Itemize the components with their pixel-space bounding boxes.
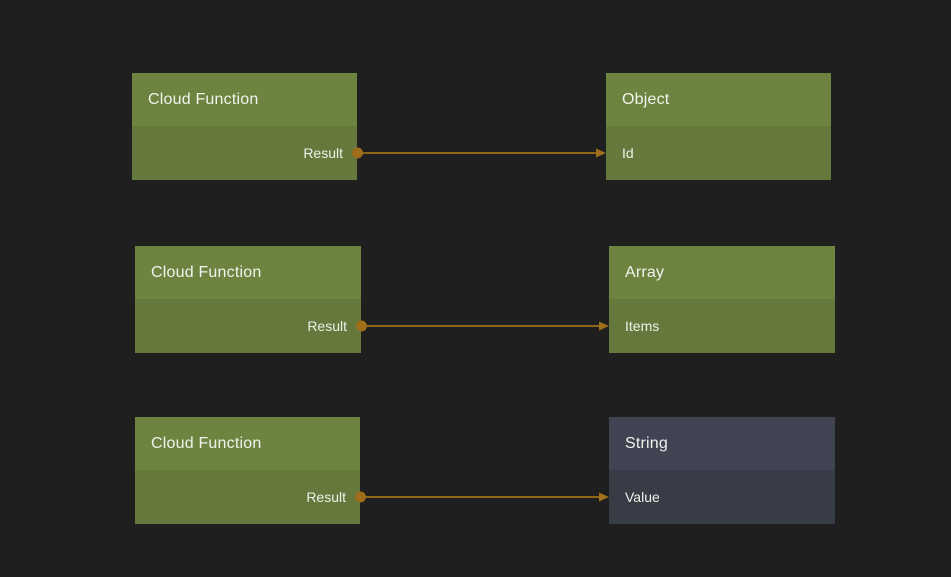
node-string-1[interactable]: String Value — [609, 417, 835, 524]
node-body: Id — [606, 126, 831, 180]
output-port-dot[interactable] — [355, 491, 366, 503]
node-object-1[interactable]: Object Id — [606, 73, 831, 180]
output-port-result[interactable]: Result — [135, 470, 366, 524]
node-cloud-function-2[interactable]: Cloud Function Result — [135, 246, 367, 353]
node-header: Object — [606, 73, 831, 126]
output-port-result[interactable]: Result — [132, 126, 363, 180]
port-label: Result — [307, 318, 347, 334]
node-header: String — [609, 417, 835, 470]
node-title: Object — [622, 90, 670, 108]
port-label: Result — [306, 489, 346, 505]
port-label: Items — [625, 318, 660, 334]
node-cloud-function-3[interactable]: Cloud Function Result — [135, 417, 366, 524]
output-port-result[interactable]: Result — [135, 299, 367, 353]
node-body: Result — [135, 299, 367, 353]
node-body: Value — [609, 470, 835, 524]
arrowhead-icon — [599, 492, 609, 502]
output-port-dot[interactable] — [356, 320, 367, 332]
arrowhead-icon — [599, 321, 609, 331]
connection-wire[interactable] — [360, 492, 609, 502]
port-label: Value — [625, 489, 660, 505]
input-port-value[interactable]: Value — [609, 470, 835, 524]
node-title: Cloud Function — [151, 263, 262, 281]
input-port-id[interactable]: Id — [606, 126, 831, 180]
node-title: Cloud Function — [151, 434, 262, 452]
node-cloud-function-1[interactable]: Cloud Function Result — [132, 73, 363, 180]
node-header: Cloud Function — [132, 73, 357, 126]
node-header: Cloud Function — [135, 417, 360, 470]
connection-wire[interactable] — [361, 321, 609, 331]
connection-wire[interactable] — [357, 148, 606, 158]
node-body: Items — [609, 299, 835, 353]
node-title: Cloud Function — [148, 90, 259, 108]
node-array-1[interactable]: Array Items — [609, 246, 835, 353]
node-header: Cloud Function — [135, 246, 361, 299]
output-port-dot[interactable] — [352, 147, 363, 159]
node-body: Result — [135, 470, 366, 524]
port-label: Id — [622, 145, 634, 161]
node-title: Array — [625, 263, 665, 281]
input-port-items[interactable]: Items — [609, 299, 835, 353]
arrowhead-icon — [596, 148, 606, 158]
node-title: String — [625, 434, 668, 452]
node-header: Array — [609, 246, 835, 299]
node-body: Result — [132, 126, 363, 180]
port-label: Result — [303, 145, 343, 161]
